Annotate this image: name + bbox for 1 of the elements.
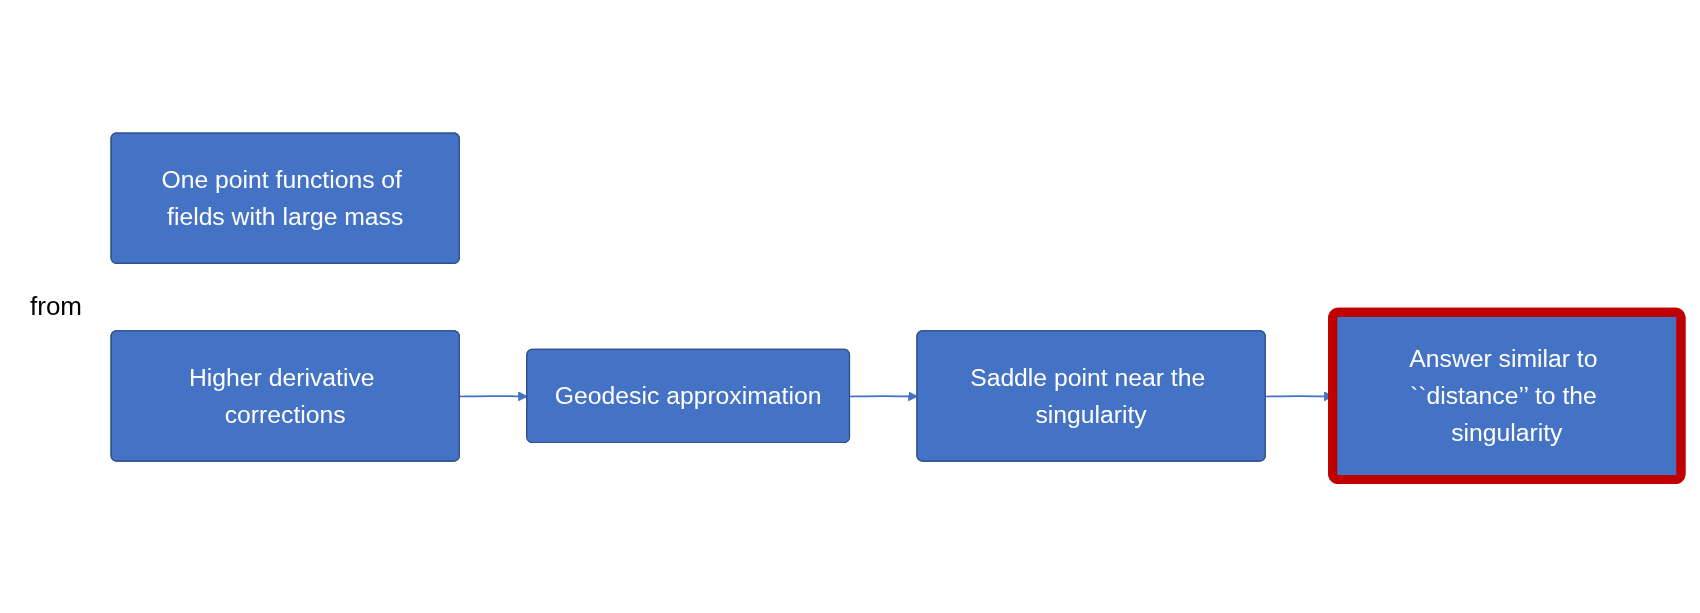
note-text: from bbox=[30, 291, 82, 322]
